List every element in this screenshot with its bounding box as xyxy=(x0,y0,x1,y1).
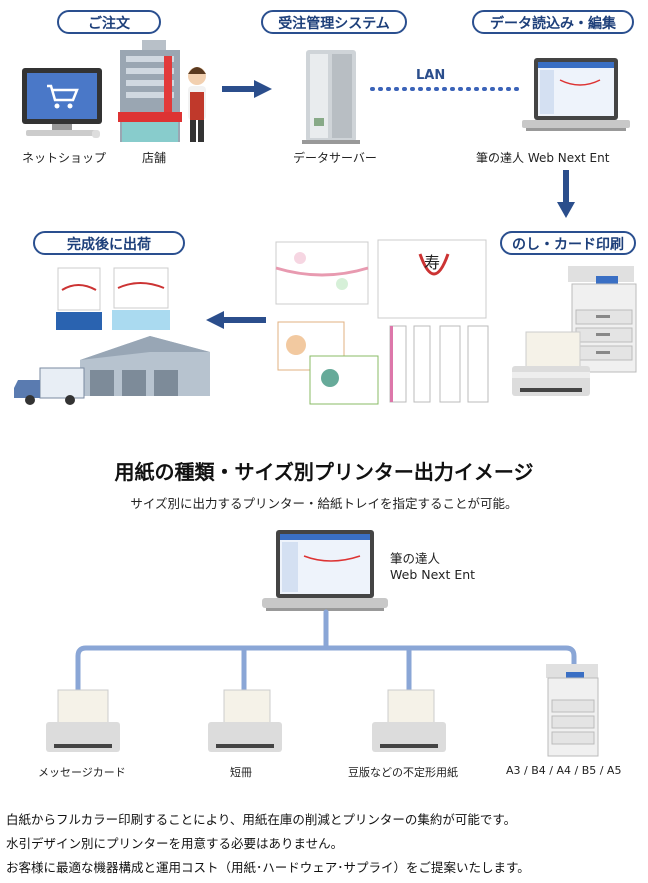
printer-icon-3 xyxy=(372,689,446,752)
laptop-label-line2: Web Next Ent xyxy=(390,567,476,582)
description-line-1: 白紙からフルカラー印刷することにより、用紙在庫の削減とプリンターの集約が可能です… xyxy=(6,812,517,827)
printer-icon-2 xyxy=(208,689,282,752)
network-lines xyxy=(75,609,577,693)
gift-boxes-icon xyxy=(56,267,170,330)
store-label: 店舗 xyxy=(142,151,167,165)
section-subtitle: サイズ別に出力するプリンター・給紙トレイを指定することが可能。 xyxy=(130,496,518,511)
data-server-icon xyxy=(302,50,360,144)
noshi-samples-icon: 寿 xyxy=(275,239,489,405)
printer-label-tanzaku: 短冊 xyxy=(230,766,252,779)
network-laptop-icon xyxy=(262,530,388,611)
warehouse-icon xyxy=(80,336,210,396)
desktop-monitor-icon xyxy=(22,68,102,138)
laptop-label-line1: 筆の達人 xyxy=(390,551,441,566)
printer-label-irregular: 豆版などの不定形用紙 xyxy=(348,766,458,779)
ship-pill: 完成後に出荷 xyxy=(33,231,185,255)
laptop-top-icon xyxy=(522,58,630,131)
store-building-icon xyxy=(118,40,182,142)
copier-icon-small xyxy=(546,664,599,757)
description-line-3: お客様に最適な機器構成と運用コスト（用紙･ハードウェア･サプライ）をご提案いたし… xyxy=(6,860,530,875)
svg-text:寿: 寿 xyxy=(424,253,440,272)
printer-label-sizes: A3 / B4 / A4 / B5 / A5 xyxy=(506,764,622,777)
shop-clerk-icon xyxy=(188,67,206,142)
printer-icon-1 xyxy=(46,689,120,752)
lan-label: LAN xyxy=(416,68,446,83)
printer-label-message-card: メッセージカード xyxy=(38,766,126,779)
section-title: 用紙の種類・サイズ別プリンター出力イメージ xyxy=(114,460,534,484)
description-line-2: 水引デザイン別にプリンターを用意する必要はありません。 xyxy=(6,836,344,851)
system-pill: 受注管理システム xyxy=(261,10,407,34)
net-shop-label: ネットショップ xyxy=(22,151,107,165)
software-label: 筆の達人 Web Next Ent xyxy=(476,151,610,165)
order-pill: ご注文 xyxy=(57,10,161,34)
delivery-truck-icon xyxy=(14,367,85,405)
print-pill: のし・カード印刷 xyxy=(500,231,636,255)
arrow-to-server-icon xyxy=(222,80,272,98)
arrow-down-icon xyxy=(557,170,575,218)
data-server-label: データサーバー xyxy=(293,151,377,165)
desktop-printer-icon xyxy=(512,331,590,396)
copier-printer-icon xyxy=(568,266,637,373)
data-edit-pill: データ読込み・編集 xyxy=(472,10,634,34)
arrow-left-icon xyxy=(206,311,266,329)
